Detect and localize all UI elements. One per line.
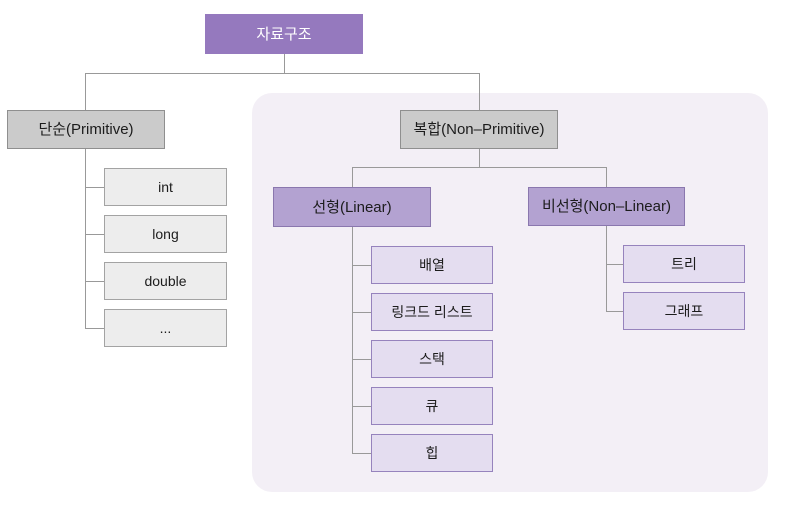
node-long: long bbox=[104, 215, 227, 253]
node-array: 배열 bbox=[371, 246, 493, 284]
node-ellipsis: ... bbox=[104, 309, 227, 347]
connector-line bbox=[352, 265, 371, 266]
connector-line bbox=[606, 226, 607, 311]
connector-line bbox=[85, 281, 104, 282]
connector-line bbox=[85, 328, 104, 329]
node-graph: 그래프 bbox=[623, 292, 745, 330]
node-root: 자료구조 bbox=[205, 14, 363, 54]
connector-line bbox=[479, 149, 480, 167]
connector-line bbox=[606, 167, 607, 187]
connector-line bbox=[85, 187, 104, 188]
connector-line bbox=[284, 54, 285, 73]
node-linear: 선형(Linear) bbox=[273, 187, 431, 227]
connector-line bbox=[85, 73, 480, 74]
connector-line bbox=[606, 264, 623, 265]
connector-line bbox=[352, 453, 371, 454]
connector-line bbox=[352, 312, 371, 313]
node-heap: 힙 bbox=[371, 434, 493, 472]
connector-line bbox=[352, 227, 353, 453]
node-tree: 트리 bbox=[623, 245, 745, 283]
connector-line bbox=[85, 149, 86, 329]
node-double: double bbox=[104, 262, 227, 300]
connector-line bbox=[352, 167, 353, 187]
connector-line bbox=[352, 406, 371, 407]
connector-line bbox=[352, 167, 607, 168]
connector-line bbox=[85, 73, 86, 110]
connector-line bbox=[85, 234, 104, 235]
node-stack: 스택 bbox=[371, 340, 493, 378]
node-non-primitive: 복합(Non–Primitive) bbox=[400, 110, 558, 149]
node-primitive: 단순(Primitive) bbox=[7, 110, 165, 149]
node-linked-list: 링크드 리스트 bbox=[371, 293, 493, 331]
node-int: int bbox=[104, 168, 227, 206]
connector-line bbox=[479, 73, 480, 110]
node-non-linear: 비선형(Non–Linear) bbox=[528, 187, 685, 226]
node-queue: 큐 bbox=[371, 387, 493, 425]
connector-line bbox=[606, 311, 623, 312]
connector-line bbox=[352, 359, 371, 360]
